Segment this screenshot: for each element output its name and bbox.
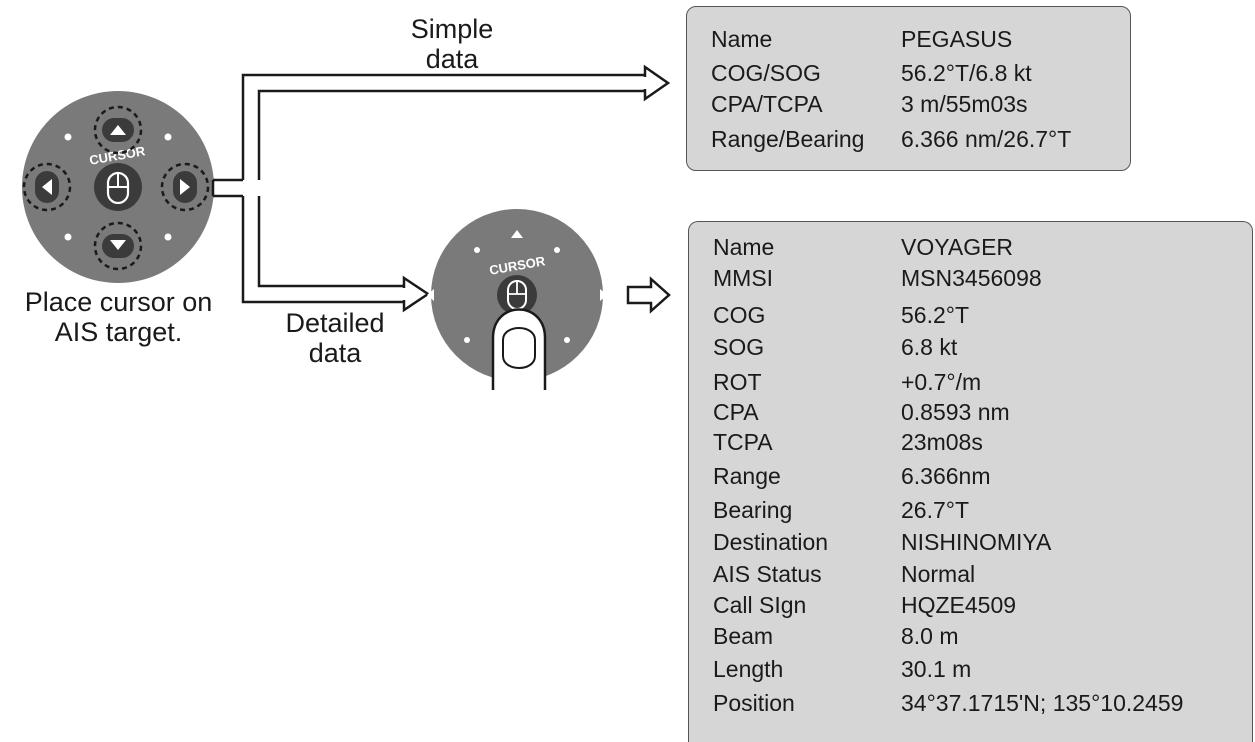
detailed-row-value: 34°37.1715'N; 135°10.2459 bbox=[901, 690, 1184, 716]
cursor-up-arrow bbox=[93, 105, 143, 155]
detailed-row-key: AIS Status bbox=[713, 561, 822, 587]
simple-row-value: 56.2°T/6.8 kt bbox=[901, 60, 1032, 86]
detailed-data-label-line2: data bbox=[308, 338, 362, 368]
detailed-row-value: Normal bbox=[901, 561, 976, 587]
detailed-row-value: 56.2°T bbox=[901, 302, 970, 328]
finger-icon bbox=[491, 308, 547, 392]
detailed-row-key: CPA bbox=[713, 399, 759, 425]
right-arrow-icon bbox=[600, 289, 607, 301]
detailed-data-panel: Name VOYAGER MMSI MSN3456098 COG 56.2°T SOG… bbox=[688, 221, 1253, 742]
simple-data-panel: Name PEGASUS COG/SOG 56.2°T/6.8 kt CPA/T… bbox=[686, 6, 1131, 171]
instruction-line2: AIS target. bbox=[54, 317, 183, 347]
pad-dot bbox=[564, 337, 570, 343]
detailed-row-value: 23m08s bbox=[901, 429, 983, 455]
detailed-row-key: Range bbox=[713, 463, 781, 489]
left-arrow-icon bbox=[427, 289, 434, 301]
detailed-row-value: +0.7°/m bbox=[901, 369, 982, 395]
arrowhead-detailed bbox=[399, 275, 431, 313]
detailed-row-value: 6.8 kt bbox=[901, 334, 958, 360]
detailed-data-label-line1: Detailed bbox=[285, 308, 385, 338]
simple-row-value: 6.366 nm/26.7°T bbox=[901, 126, 1072, 152]
detailed-row-key: Length bbox=[713, 656, 784, 682]
detailed-row-value: 26.7°T bbox=[901, 497, 970, 523]
instruction-line1: Place cursor on bbox=[24, 287, 213, 317]
up-arrow-icon bbox=[511, 230, 523, 238]
detailed-row-value: HQZE4509 bbox=[901, 592, 1017, 618]
connector-arrows bbox=[211, 73, 645, 304]
pad-dot bbox=[64, 233, 72, 241]
detailed-row-key: COG bbox=[713, 302, 766, 328]
simple-row-value: PEGASUS bbox=[901, 26, 1013, 52]
detailed-row-key: TCPA bbox=[713, 429, 773, 455]
detailed-row-value: 30.1 m bbox=[901, 656, 972, 682]
pad-dot bbox=[554, 247, 560, 253]
simple-row-key: COG/SOG bbox=[711, 60, 821, 86]
simple-row-key: CPA/TCPA bbox=[711, 91, 823, 117]
mouse-icon bbox=[106, 171, 130, 205]
simple-data-label-line1: Simple bbox=[410, 14, 494, 44]
instruction-label: Place cursor on AIS target. bbox=[0, 287, 237, 347]
cursor-pad-left: CURSOR bbox=[22, 91, 214, 283]
detailed-row-value: NISHINOMIYA bbox=[901, 529, 1052, 555]
cursor-down-arrow bbox=[93, 221, 143, 271]
simple-row-key: Range/Bearing bbox=[711, 126, 865, 152]
cursor-left-arrow bbox=[22, 162, 72, 212]
simple-data-label-line2: data bbox=[425, 44, 479, 74]
detailed-row-value: 6.366nm bbox=[901, 463, 991, 489]
detailed-row-value: 0.8593 nm bbox=[901, 399, 1010, 425]
pad-dot bbox=[464, 337, 470, 343]
detailed-data-label: Detailed data bbox=[266, 308, 404, 368]
detailed-row-key: ROT bbox=[713, 369, 762, 395]
pad-dot bbox=[474, 247, 480, 253]
simple-row-value: 3 m/55m03s bbox=[901, 91, 1028, 117]
detailed-row-value: VOYAGER bbox=[901, 234, 1014, 260]
cursor-right-arrow bbox=[160, 162, 210, 212]
pad-dot bbox=[64, 133, 72, 141]
detailed-row-key: Name bbox=[713, 234, 775, 260]
detailed-row-key: Call SIgn bbox=[713, 592, 807, 618]
arrowhead-simple bbox=[640, 64, 671, 102]
simple-row-key: Name bbox=[711, 26, 773, 52]
detailed-row-key: SOG bbox=[713, 334, 765, 360]
detailed-row-key: Position bbox=[713, 690, 795, 716]
arrow-to-detailed-panel bbox=[626, 276, 671, 314]
detailed-row-key: Bearing bbox=[713, 497, 793, 523]
pad-dot bbox=[164, 233, 172, 241]
cursor-pad-pressed: CURSOR bbox=[427, 209, 607, 392]
cursor-center-button bbox=[497, 275, 537, 315]
detailed-row-key: Destination bbox=[713, 529, 829, 555]
pad-dot bbox=[164, 133, 172, 141]
detailed-row-value: MSN3456098 bbox=[901, 265, 1042, 291]
simple-data-label: Simple data bbox=[392, 14, 512, 74]
detailed-row-value: 8.0 m bbox=[901, 623, 959, 649]
detailed-row-key: MMSI bbox=[713, 265, 774, 291]
detailed-row-key: Beam bbox=[713, 623, 774, 649]
